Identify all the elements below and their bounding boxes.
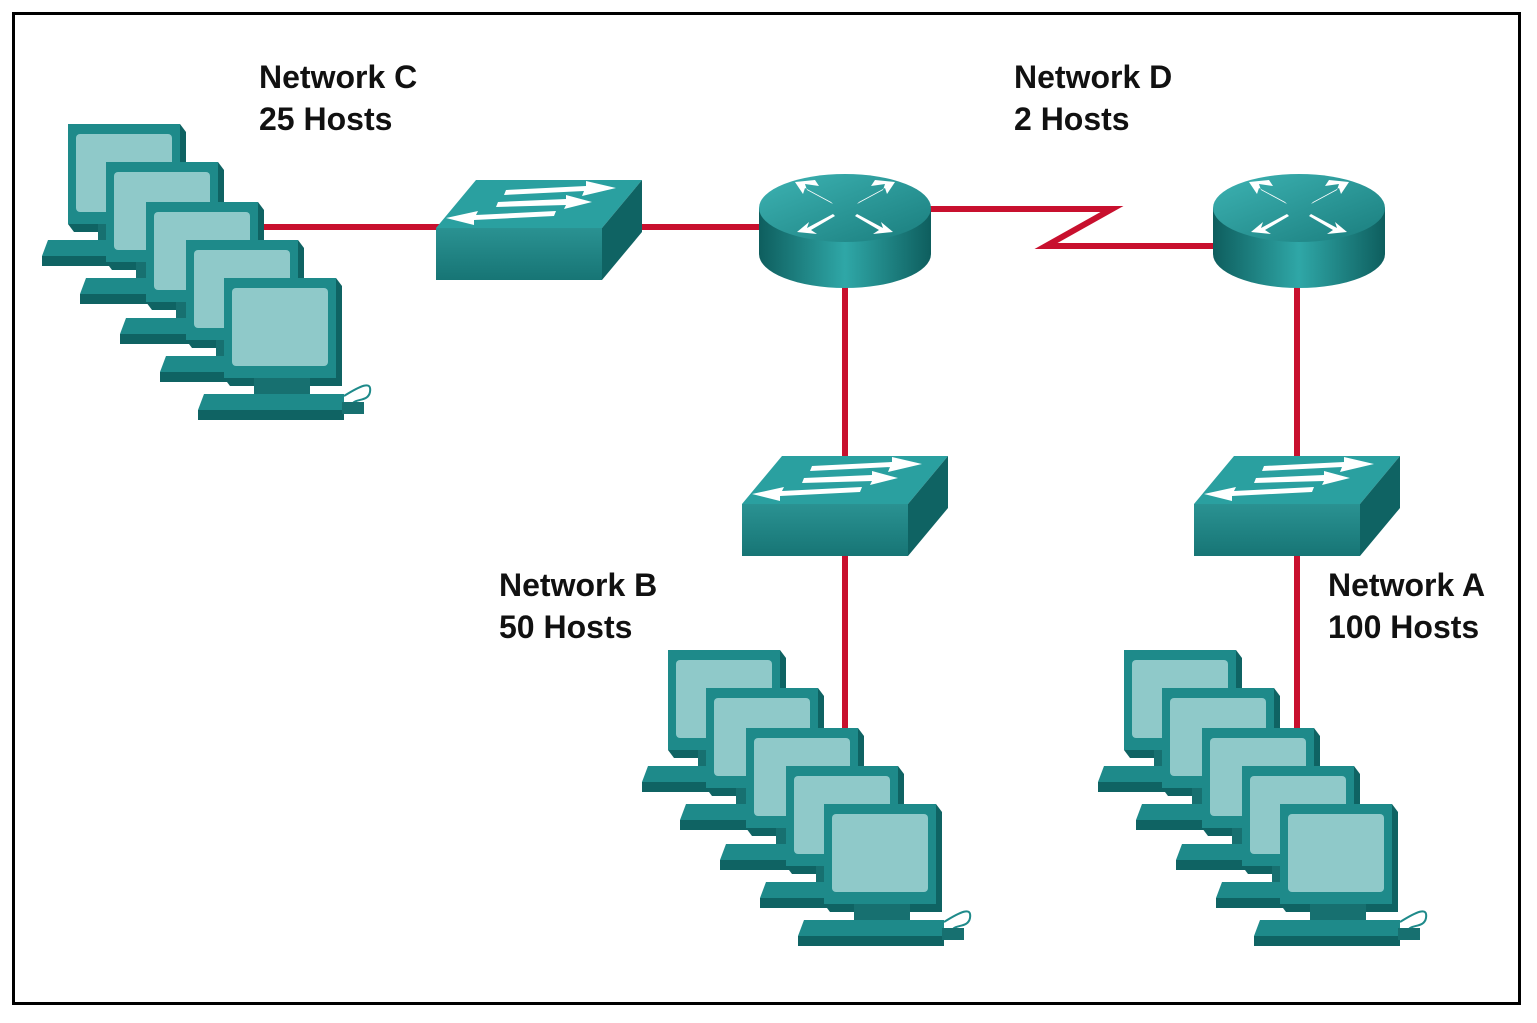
label-network-b: Network B 50 Hosts <box>499 564 657 648</box>
links <box>259 206 1300 733</box>
diagram-frame <box>12 12 1521 1005</box>
network-a-name: Network A <box>1328 567 1486 603</box>
pc-cluster-icon-network-c <box>42 124 372 420</box>
router-icon-1 <box>759 174 931 288</box>
network-d-name: Network D <box>1014 59 1173 95</box>
network-c-name: Network C <box>259 59 418 95</box>
label-network-d: Network D 2 Hosts <box>1014 56 1172 140</box>
pc-cluster-icon-network-b <box>642 650 972 946</box>
label-network-a: Network A 100 Hosts <box>1328 564 1485 648</box>
network-b-hosts: 50 Hosts <box>499 609 633 645</box>
network-a-hosts: 100 Hosts <box>1328 609 1480 645</box>
network-b-name: Network B <box>499 567 658 603</box>
serial-link-icon <box>927 206 1221 249</box>
network-c-hosts: 25 Hosts <box>259 101 393 137</box>
label-network-c: Network C 25 Hosts <box>259 56 417 140</box>
router-icon-2 <box>1213 174 1385 288</box>
switch-icon-network-c <box>436 180 642 280</box>
network-d-hosts: 2 Hosts <box>1014 101 1130 137</box>
pc-cluster-icon-network-a <box>1098 650 1428 946</box>
switch-icon-network-a <box>1194 456 1400 556</box>
switch-icon-network-b <box>742 456 948 556</box>
